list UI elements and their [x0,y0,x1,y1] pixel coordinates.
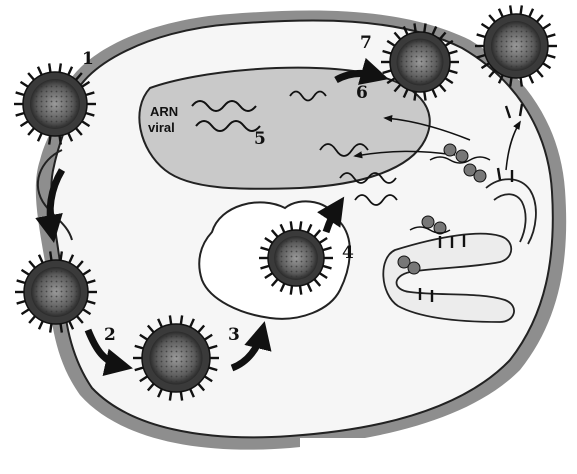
spike-protein [38,133,42,141]
spike-protein [50,324,51,333]
spike-protein [49,63,50,72]
spike-protein [22,270,30,275]
spike-protein [21,121,29,126]
spike-protein [61,251,62,260]
spike-protein [510,5,511,14]
spike-protein [543,63,551,68]
spike-protein [521,5,522,14]
virus-genome [493,23,539,69]
spike-protein [68,67,72,75]
spike-protein [22,309,30,314]
step-label-2: 2 [104,325,116,345]
spike-protein [50,251,51,260]
spike-protein [181,392,182,401]
spike-protein [17,301,26,304]
spike-protein [60,63,61,72]
virus-genome [33,269,79,315]
spike-protein [537,15,543,22]
spike-protein [547,34,556,37]
spike-protein [424,23,425,32]
spike-protein [61,324,62,333]
spike-protein [537,70,543,77]
nucleus [139,68,429,189]
spike-protein [49,136,50,145]
spike-protein [170,392,171,401]
spike-protein [300,286,301,295]
spike-protein [529,9,533,17]
spike-protein [39,255,43,263]
spike-protein [414,23,415,32]
spike-protein [477,34,486,37]
spike-protein [28,128,34,135]
spike-protein [489,15,495,22]
step-label-3: 3 [228,325,240,345]
virus-genome [276,238,316,278]
rna-label-line2: viral [148,120,175,135]
spike-protein [28,73,34,80]
spike-protein [424,92,425,101]
rna-label-line1: ARN [150,104,178,119]
step-label-4: 4 [342,243,354,263]
spike-protein [170,315,171,324]
spike-protein [547,55,556,58]
spike-protein [29,261,35,268]
spike-protein [499,9,503,17]
step-label-7: 7 [360,33,372,53]
blank-area [300,438,577,469]
spike-protein [16,113,25,116]
spike-protein [300,221,301,230]
virus-genome [32,81,78,127]
spike-protein [543,24,551,29]
spike-protein [291,286,292,295]
spike-protein [17,280,26,283]
spike-protein [414,92,415,101]
step-label-5: 5 [254,129,266,149]
spike-protein [181,315,182,324]
spike-protein [291,221,292,230]
spike-protein [510,78,511,87]
spike-protein [38,67,42,75]
spike-protein [39,321,43,329]
spike-protein [482,24,490,29]
step-label-6: 6 [356,83,368,103]
spike-protein [16,92,25,95]
step-label-1: 1 [82,49,94,69]
spike-protein [21,82,29,87]
virus-genome [398,40,441,83]
spike-protein [521,78,522,87]
virus-genome [152,334,201,383]
spike-protein [29,316,35,323]
spike-protein [60,136,61,145]
spike-protein [529,75,533,83]
